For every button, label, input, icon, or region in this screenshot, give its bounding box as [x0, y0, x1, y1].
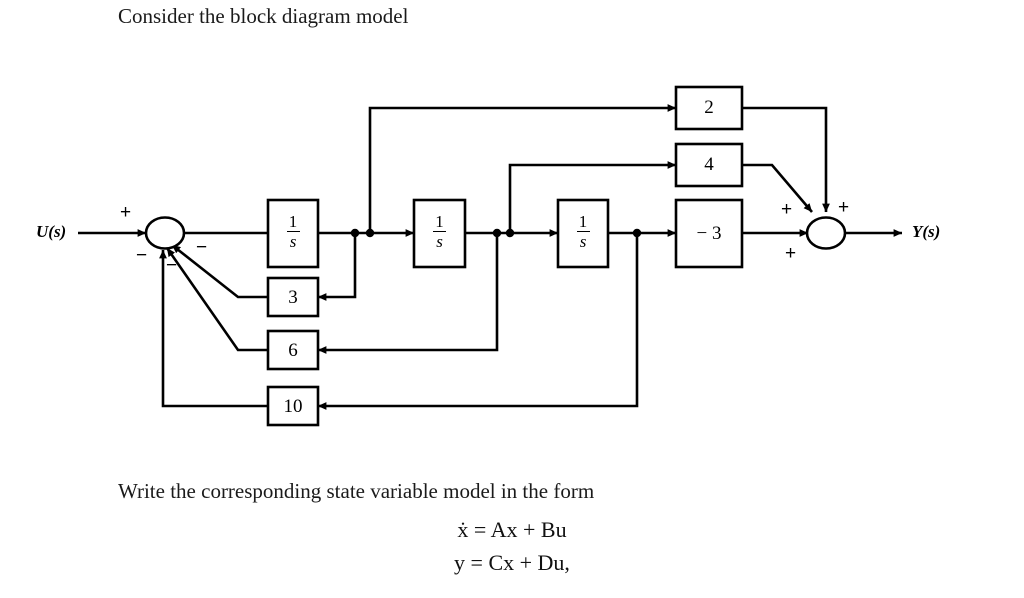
input-summing-junction — [144, 216, 186, 250]
fraction-bar-icon — [576, 231, 590, 233]
gain-2-box — [674, 85, 744, 131]
gain-minus-3-label: − 3 — [696, 223, 722, 244]
output-summer-sign-plus-1: + — [781, 199, 793, 220]
integrator-2-label: 1 s — [414, 213, 465, 251]
gain-6-label: 6 — [288, 340, 298, 361]
branch-nodes — [350, 228, 642, 238]
wire-gain6-to-summer — [165, 247, 268, 352]
prompt-bottom-text: Write the corresponding state variable m… — [118, 479, 595, 503]
gain-6-box — [266, 329, 320, 371]
wire-node1-to-gain3 — [317, 233, 357, 301]
gain-3-box — [266, 276, 320, 318]
integrator-2-denominator: s — [436, 232, 443, 252]
gain-10-label: 10 — [283, 396, 303, 417]
gain-4-label: 4 — [704, 154, 714, 175]
integrator-3-numerator: 1 — [578, 212, 588, 231]
output-equation: y = Cx + Du, — [454, 550, 570, 575]
input-signal-label: U(s) — [36, 222, 67, 241]
input-summer-sign-minus-1: − — [196, 237, 208, 258]
wire-gain2-to-summer — [742, 106, 830, 213]
input-summer-sign-minus-2: − — [136, 245, 148, 266]
output-summing-junction — [805, 216, 847, 250]
integrator-2-numerator: 1 — [435, 212, 444, 231]
output-summer-sign-plus-3: + — [785, 243, 797, 264]
branch-node-2b — [505, 228, 515, 238]
integrator-3-label: 1 s — [558, 213, 608, 251]
integrator-1-denominator: s — [289, 232, 297, 252]
integrator-1-label: 1 s — [268, 213, 318, 251]
prompt-top-text: Consider the block diagram model — [118, 4, 409, 28]
integrator-3-denominator: s — [579, 232, 587, 252]
output-summer-sign-plus-2: + — [838, 197, 850, 218]
wire-node3-to-gain10 — [317, 233, 639, 410]
fraction-bar-icon — [286, 231, 300, 233]
output-signal-label: Y(s) — [912, 222, 941, 241]
gain-3-label: 3 — [288, 287, 298, 308]
integrator-1-numerator: 1 — [288, 212, 298, 231]
wire-node2-to-gain4 — [508, 161, 677, 233]
integrator-1-box — [266, 198, 320, 269]
gain-2-label: 2 — [704, 97, 714, 118]
fraction-bar-icon — [433, 231, 446, 233]
integrator-2-box — [412, 198, 467, 269]
gain-minus-3-box — [674, 198, 744, 269]
wire-gain3-to-summer — [171, 243, 268, 299]
input-summer-sign-minus-3: − — [166, 255, 178, 276]
integrator-3-box — [556, 198, 610, 269]
gain-4-box — [674, 142, 744, 188]
wire-node2-to-gain6 — [317, 233, 499, 354]
state-equation: ẋ = Ax + Bu — [457, 517, 567, 542]
gain-10-box — [266, 385, 320, 427]
branch-node-2a — [492, 228, 502, 238]
branch-node-1b — [365, 228, 375, 238]
branch-node-3 — [632, 228, 642, 238]
branch-node-1a — [350, 228, 360, 238]
wire-node1-to-gain2 — [368, 104, 677, 233]
input-summer-sign-plus: + — [120, 202, 132, 223]
wire-gain10-to-summer — [159, 249, 268, 408]
wire-gain4-to-summer — [742, 163, 813, 213]
